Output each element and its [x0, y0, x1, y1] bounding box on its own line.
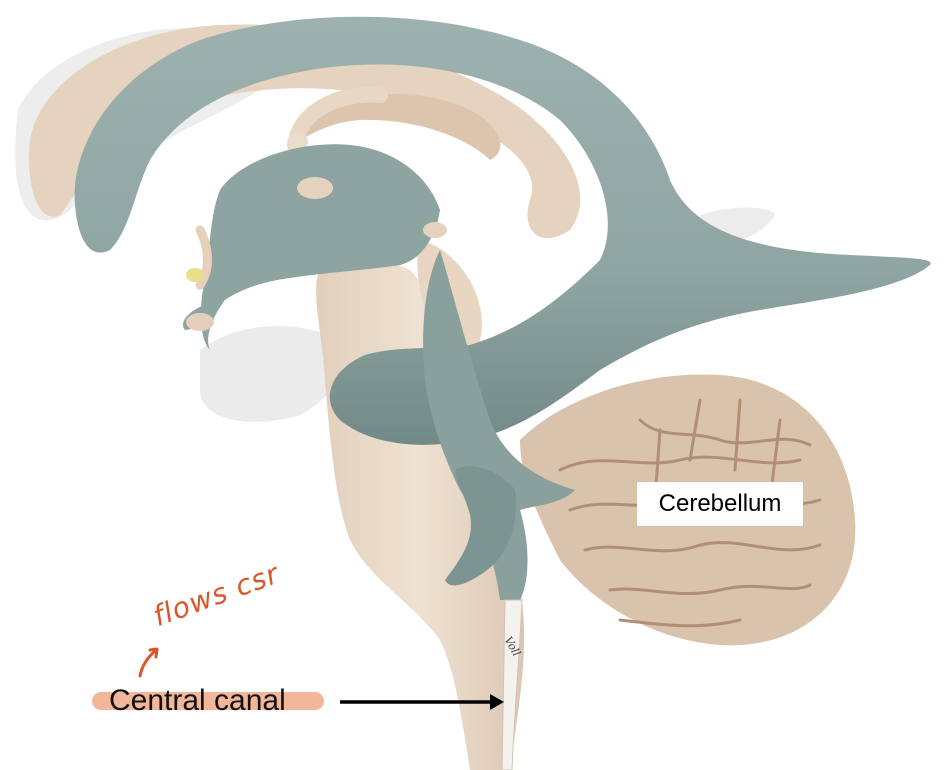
- hand-drawn-arrow-icon: [138, 647, 159, 678]
- mammillary: [186, 313, 214, 331]
- aqueduct: [423, 250, 575, 600]
- pineal-recess: [423, 222, 447, 238]
- pituitary: [186, 268, 204, 282]
- ventricular-system: [74, 16, 931, 770]
- optic-recess: [195, 225, 212, 290]
- central-canal-label: Central canal: [109, 684, 286, 717]
- ghost-temporal-shape: [200, 326, 347, 422]
- label-highlight: [92, 692, 324, 710]
- fourth-ventricle: [445, 466, 516, 586]
- cerebellum-label: Cerebellum: [637, 482, 803, 526]
- lateral-ventricle: [74, 16, 931, 445]
- central-canal: [501, 599, 523, 770]
- interthalamic-adhesion: [297, 177, 333, 199]
- third-ventricle: [200, 144, 440, 350]
- right-arrow-icon: [340, 694, 504, 710]
